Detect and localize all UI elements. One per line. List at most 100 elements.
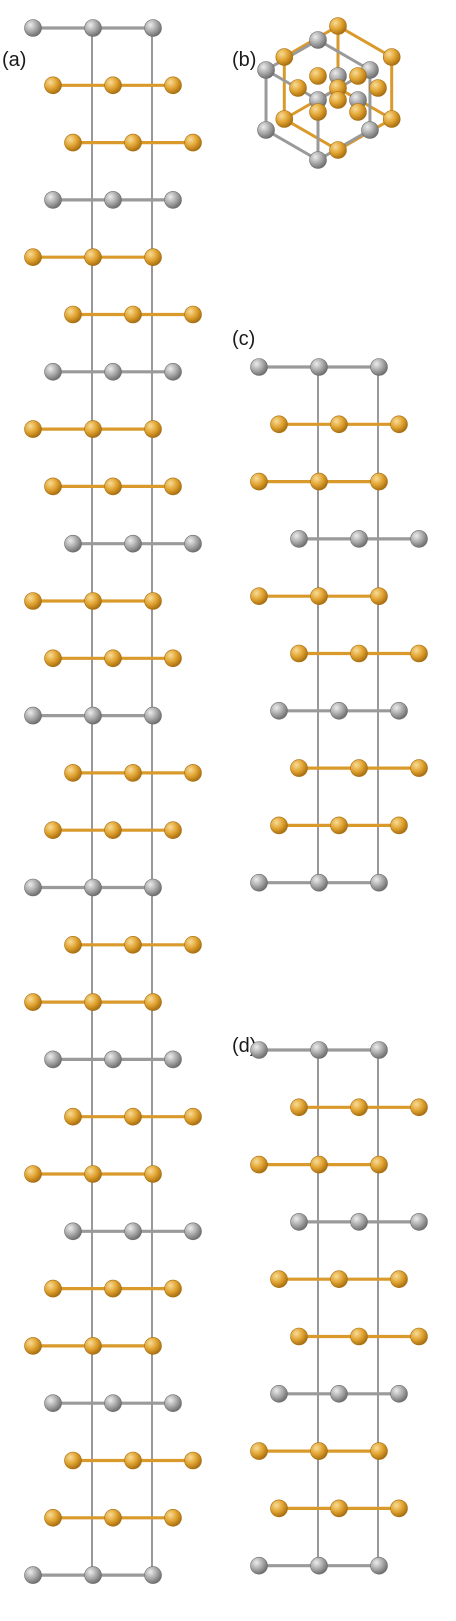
gold-atom (349, 67, 367, 85)
atomic-layer-gold (24, 420, 162, 438)
gold-atom (309, 67, 327, 85)
panel-b-label: (b) (232, 49, 256, 71)
gold-atom (104, 1509, 122, 1527)
gray-atom (84, 1566, 102, 1584)
gray-atom (144, 19, 162, 37)
gold-atom (250, 1442, 268, 1460)
gold-atom (350, 759, 368, 777)
atomic-layer-gold (64, 1451, 202, 1470)
gold-atom (124, 1451, 142, 1470)
gray-atom (104, 1394, 122, 1412)
atomic-layer-gray (290, 530, 428, 548)
gray-atom (250, 873, 268, 892)
gray-atom (257, 121, 275, 139)
gold-atom (329, 17, 347, 35)
gold-atom (104, 649, 122, 668)
atomic-layer-gray (270, 1385, 408, 1403)
gold-atom (144, 420, 162, 438)
gold-atom (270, 1499, 288, 1518)
gold-atom (275, 48, 294, 66)
gray-atom (44, 1050, 62, 1069)
gold-atom (144, 248, 162, 267)
atomic-layer-gray (290, 1213, 428, 1231)
gold-atom (270, 1270, 288, 1288)
atomic-layer-gold (44, 821, 182, 840)
atomic-layer-gold (24, 993, 162, 1011)
atomic-layer-gray (24, 1566, 162, 1584)
gold-atom (84, 248, 102, 267)
gray-atom (184, 534, 202, 553)
gray-atom (390, 701, 408, 720)
gold-atom (64, 764, 82, 782)
gold-atom (144, 592, 162, 610)
gold-atom (84, 1165, 102, 1183)
gold-atom (104, 477, 122, 496)
atomic-layer-gray (64, 1222, 202, 1241)
gold-atom (275, 110, 294, 128)
atomic-layer-gray (64, 534, 202, 553)
gray-atom (410, 530, 428, 548)
atomic-layer-gray (24, 706, 162, 725)
gold-atom (350, 644, 368, 663)
gold-atom (64, 305, 82, 324)
gray-atom (164, 1050, 182, 1069)
gold-atom (44, 76, 62, 95)
gray-atom (330, 701, 348, 720)
gold-atom (44, 1279, 62, 1298)
gold-atom (164, 649, 182, 668)
atomic-layer-gold (64, 305, 202, 324)
gold-atom (24, 592, 42, 610)
gray-atom (104, 362, 122, 381)
gold-atom (84, 1337, 102, 1355)
gold-atom (390, 816, 408, 835)
gray-atom (24, 19, 42, 37)
gold-atom (329, 141, 347, 159)
gray-atom (410, 1213, 428, 1231)
gold-atom (310, 1442, 328, 1460)
atomic-layer-gold (44, 1279, 182, 1298)
atomic-layer-gold (270, 1499, 408, 1518)
panel-a-stacking-diagram (24, 19, 202, 1584)
gray-atom (144, 706, 162, 725)
gray-atom (44, 191, 62, 209)
gold-atom (164, 76, 182, 95)
gold-atom (184, 305, 202, 324)
panel-c-stacking-diagram (250, 358, 428, 892)
panel-a-label: (a) (2, 49, 26, 71)
gray-atom (350, 1213, 368, 1231)
gold-atom (290, 644, 308, 663)
gold-atom (310, 1155, 328, 1174)
gold-atom (124, 1107, 142, 1126)
gold-atom (250, 587, 268, 606)
gold-atom (310, 472, 328, 491)
atomic-layer-gray (250, 358, 388, 376)
gold-atom (290, 1098, 308, 1117)
gray-atom (310, 1556, 328, 1575)
gold-atom (124, 133, 142, 152)
atomic-layer-gold (250, 472, 388, 491)
gray-atom (104, 191, 122, 209)
gold-atom (289, 79, 307, 97)
atomic-layer-gold (24, 592, 162, 610)
atomic-layer-gold (250, 587, 388, 606)
gold-atom (84, 592, 102, 610)
atomic-layer-gold (24, 1337, 162, 1355)
gold-atom (124, 935, 142, 954)
gold-atom (390, 1499, 408, 1518)
atomic-layer-gold (250, 1442, 388, 1460)
gold-atom (164, 1509, 182, 1527)
gold-atom (290, 759, 308, 777)
gold-atom (124, 305, 142, 324)
gold-atom (350, 1327, 368, 1346)
gray-atom (250, 358, 268, 376)
gray-atom (250, 1556, 268, 1575)
gold-atom (370, 1155, 388, 1174)
gray-atom (24, 706, 42, 725)
gold-atom (184, 133, 202, 152)
gold-atom (250, 1155, 268, 1174)
gold-atom (24, 420, 42, 438)
atomic-layer-gold (270, 816, 408, 835)
gold-atom (64, 1107, 82, 1126)
atomic-layer-gold (290, 759, 428, 777)
atomic-layer-gray (44, 362, 182, 381)
